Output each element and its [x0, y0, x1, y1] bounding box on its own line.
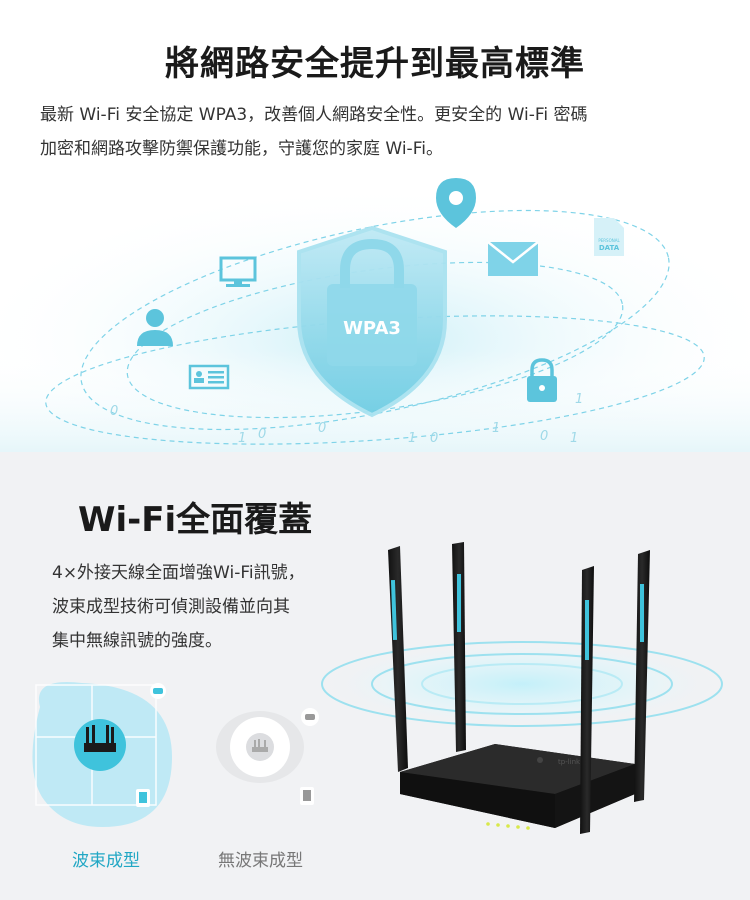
binary-digit: 0: [318, 421, 326, 436]
no-beamforming-illustration: [216, 708, 319, 805]
binary-digits: 1 0 0 1 0 1 0 1 0 1: [110, 392, 583, 446]
phone-icon: [300, 787, 314, 805]
security-title: 將網路安全提升到最高標準: [165, 44, 585, 84]
router-small-icon: [246, 733, 274, 761]
binary-digit: 0: [430, 431, 438, 446]
security-description: 最新 Wi-Fi 安全協定 WPA3，改善個人網路安全性。更安全的 Wi-Fi …: [40, 98, 720, 166]
coverage-description-line-2: 波束成型技術可偵測設備並向其: [52, 597, 290, 617]
binary-digit: 0: [110, 404, 118, 419]
user-icon: [137, 309, 173, 346]
signal-rings: [317, 640, 727, 728]
personal-data-label-top: PERSONAL: [598, 238, 620, 243]
router-leds: [486, 822, 530, 830]
binary-digit: 1: [575, 392, 583, 407]
shield-label: WPA3: [343, 318, 401, 339]
coverage-description: 4×外接天線全面增強Wi-Fi訊號， 波束成型技術可偵測設備並向其 集中無線訊號…: [52, 556, 382, 658]
security-description-line-1: 最新 Wi-Fi 安全協定 WPA3，改善個人網路安全性。更安全的 Wi-Fi …: [40, 105, 588, 125]
antennas: [388, 542, 650, 834]
beamforming-illustration: [32, 682, 173, 827]
padlock-icon: [327, 238, 417, 366]
id-card-icon: [188, 364, 230, 390]
coverage-title: Wi-Fi全面覆蓋: [78, 500, 313, 540]
binary-digit: 0: [258, 427, 266, 442]
router-body: tp-link: [400, 744, 635, 830]
router-brand: tp-link: [558, 758, 581, 766]
router-illustration: tp-link: [317, 542, 727, 834]
gamepad-icon: [150, 683, 166, 699]
router-small-icon: [84, 725, 116, 752]
coverage-description-line-3: 集中無線訊號的強度。: [52, 631, 222, 651]
binary-digit: 0: [540, 429, 548, 444]
coverage-description-line-1: 4×外接天線全面增強Wi-Fi訊號，: [52, 563, 305, 583]
security-section: 將網路安全提升到最高標準 最新 Wi-Fi 安全協定 WPA3，改善個人網路安全…: [0, 44, 750, 452]
no-beamforming-label: 無波束成型: [218, 851, 303, 871]
binary-digit: 1: [492, 421, 500, 436]
binary-digit: 1: [238, 431, 246, 446]
small-lock-icon: [527, 358, 557, 402]
security-description-line-2: 加密和網路攻擊防禦保護功能，守護您的家庭 Wi-Fi。: [40, 139, 443, 159]
antenna: [452, 542, 466, 752]
monitor-icon: [219, 256, 257, 287]
envelope-icon: [487, 241, 539, 276]
personal-data-icon: PERSONAL DATA: [594, 218, 624, 256]
personal-data-label-bottom: DATA: [599, 244, 620, 252]
security-illustration: 1 0 0 1 0 1 0 1 0 1 WPA3: [0, 170, 750, 452]
binary-digit: 1: [408, 431, 416, 446]
antenna: [580, 566, 594, 834]
gamepad-icon: [301, 708, 319, 726]
binary-digit: 1: [570, 431, 578, 446]
coverage-section: Wi-Fi全面覆蓋 4×外接天線全面增強Wi-Fi訊號， 波束成型技術可偵測設備…: [0, 452, 750, 900]
phone-icon: [136, 789, 150, 807]
beamforming-label: 波束成型: [72, 851, 140, 871]
antenna: [388, 546, 408, 772]
antenna: [634, 550, 650, 802]
location-pin-icon: [436, 178, 476, 228]
